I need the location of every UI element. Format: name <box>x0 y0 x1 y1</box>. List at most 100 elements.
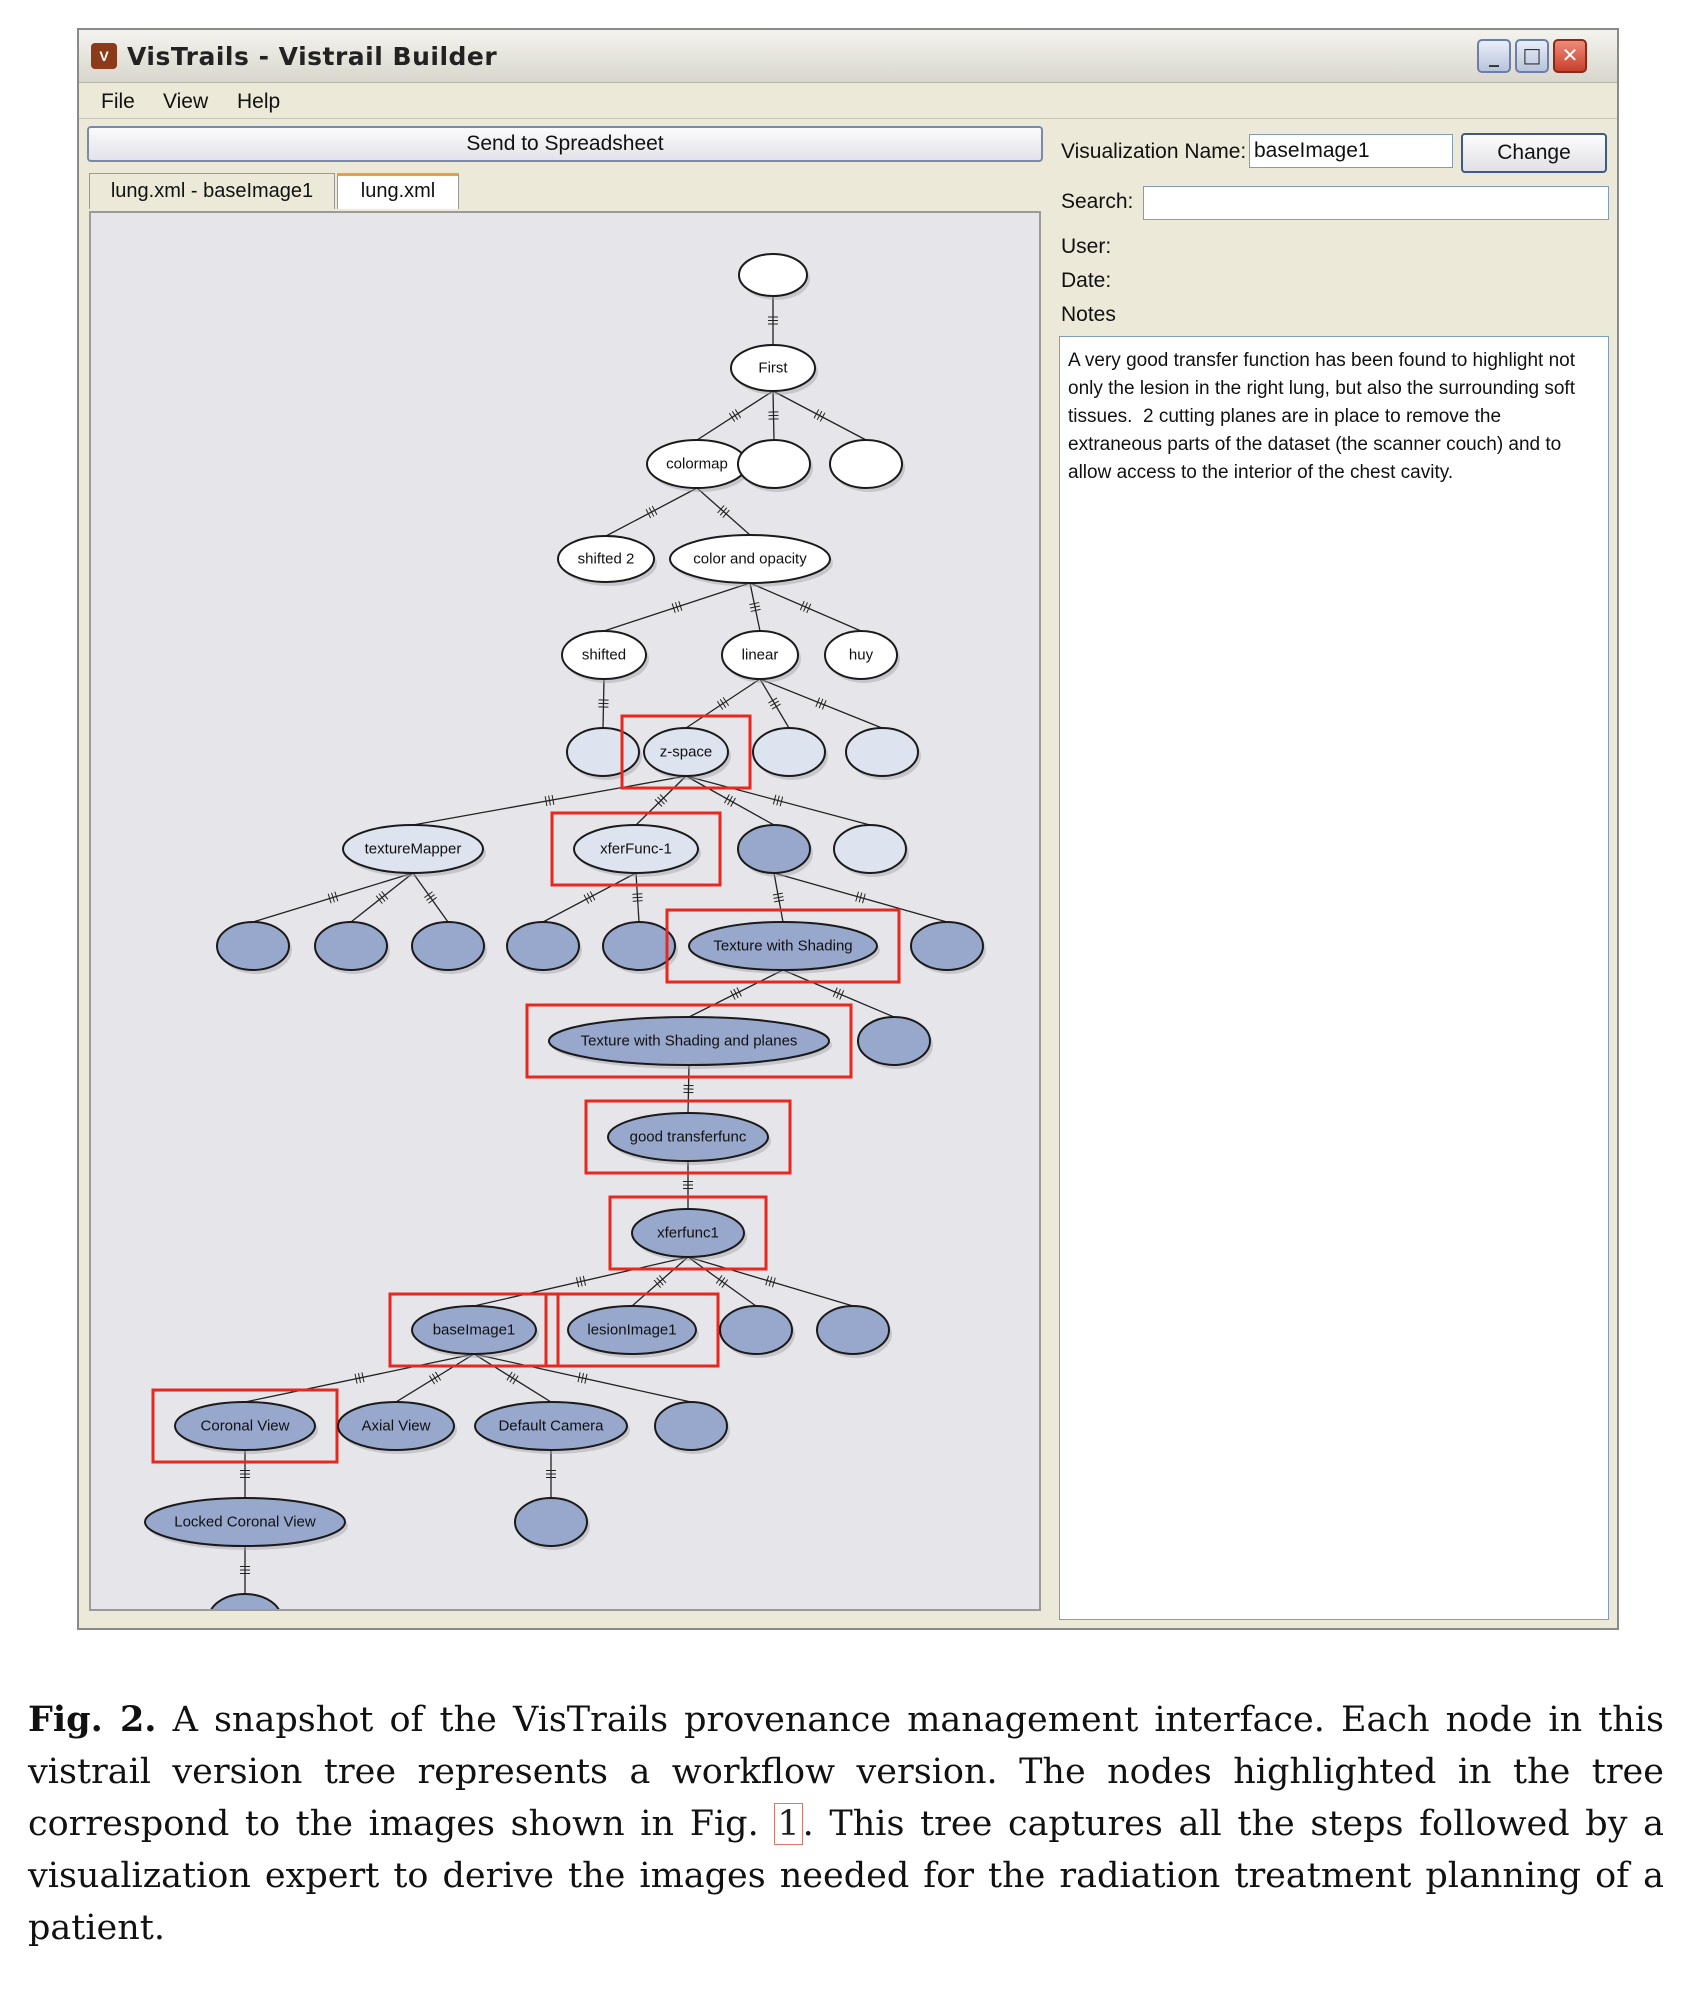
change-button[interactable]: Change <box>1461 133 1607 173</box>
tree-edge <box>412 775 687 826</box>
version-node-lc1[interactable] <box>209 1593 284 1609</box>
version-node-xferfunc1[interactable]: xferFunc-1 <box>550 811 722 887</box>
version-node-label: shifted 2 <box>578 551 635 568</box>
tree-edge <box>546 1450 556 1498</box>
version-node-label: textureMapper <box>365 841 462 858</box>
highlight-box <box>665 908 901 984</box>
tree-edge <box>603 582 751 632</box>
version-node-huy[interactable]: huy <box>824 630 900 683</box>
version-node-t3[interactable] <box>411 921 487 974</box>
version-node-z3b[interactable] <box>910 921 986 974</box>
tree-edge <box>240 1450 250 1498</box>
tree-edge <box>768 296 778 345</box>
vistrail-builder-window: V VisTrails - Vistrail Builder _ □ ✕ Fil… <box>77 28 1619 1630</box>
version-node-t1[interactable] <box>216 921 292 974</box>
version-tree-canvas[interactable]: First colormap shifted 2 color and opacity s… <box>89 211 1041 1611</box>
version-node-x1[interactable] <box>506 921 582 974</box>
version-node-label: Locked Coronal View <box>174 1514 316 1531</box>
tree-edge <box>772 390 867 441</box>
tree-edge <box>687 1256 757 1307</box>
version-node-label: Axial View <box>362 1418 431 1435</box>
version-node-s1[interactable] <box>566 727 642 780</box>
tree-edge <box>749 582 862 632</box>
version-node-axial[interactable]: Axial View <box>337 1401 457 1454</box>
version-node-linear[interactable]: linear <box>721 630 801 683</box>
version-node-texshadingplanes[interactable]: Texture with Shading and planes <box>525 1003 853 1079</box>
version-node-label: xferFunc-1 <box>600 841 672 858</box>
version-node-label: First <box>758 360 788 377</box>
version-node-f2[interactable] <box>737 439 813 492</box>
menu-help[interactable]: Help <box>237 90 281 113</box>
tree-edge <box>685 678 761 729</box>
version-node-root[interactable] <box>738 253 810 300</box>
tab-lung-baseimage1[interactable]: lung.xml - baseImage1 <box>89 173 335 209</box>
version-node-z3[interactable] <box>737 824 813 877</box>
search-input[interactable] <box>1143 186 1609 220</box>
version-node-zspace[interactable]: z-space <box>620 714 752 790</box>
tree-edge <box>772 872 785 923</box>
menu-bar: File View Help <box>79 84 1617 119</box>
version-node-label: linear <box>742 647 779 664</box>
version-node-q4[interactable] <box>816 1305 892 1358</box>
title-bar[interactable]: V VisTrails - Vistrail Builder _ □ ✕ <box>79 30 1617 83</box>
version-node-texmapper[interactable]: textureMapper <box>342 824 486 877</box>
send-to-spreadsheet-button[interactable]: Send to Spreadsheet <box>87 126 1043 162</box>
version-tree: First colormap shifted 2 color and opacity s… <box>144 253 986 1609</box>
version-node-label: Default Camera <box>498 1418 604 1435</box>
minimize-button[interactable]: _ <box>1477 39 1511 73</box>
tree-edge <box>350 872 414 923</box>
version-node-l2[interactable] <box>752 727 828 780</box>
version-node-coloropacity[interactable]: color and opacity <box>669 534 833 587</box>
maximize-button[interactable]: □ <box>1515 39 1549 73</box>
version-node-colormap[interactable]: colormap <box>646 439 750 492</box>
figure-reference-link[interactable]: 1 <box>774 1803 803 1845</box>
version-node-texshading[interactable]: Texture with Shading <box>665 908 901 984</box>
version-node-l3[interactable] <box>845 727 921 780</box>
tree-edge <box>632 872 643 923</box>
highlight-box <box>550 811 722 887</box>
close-button[interactable]: ✕ <box>1553 39 1587 73</box>
version-node-ts2[interactable] <box>857 1016 933 1069</box>
version-node-label: color and opacity <box>693 551 807 568</box>
tree-edge <box>749 582 761 632</box>
tree-edge <box>252 872 414 923</box>
version-node-baseimage1[interactable]: baseImage1 <box>388 1292 560 1368</box>
version-node-dc1[interactable] <box>514 1497 590 1550</box>
tree-edge <box>631 1256 689 1307</box>
menu-file[interactable]: File <box>101 90 135 113</box>
tree-edge <box>768 390 779 441</box>
version-node-defcam[interactable]: Default Camera <box>474 1401 630 1454</box>
highlight-box <box>388 1292 560 1368</box>
version-node-label: baseImage1 <box>433 1322 516 1339</box>
version-node-label: huy <box>849 647 874 664</box>
tree-edge <box>412 872 449 923</box>
highlight-box <box>584 1099 792 1175</box>
version-node-label: colormap <box>666 456 728 473</box>
version-node-lesionimage1[interactable]: lesionImage1 <box>544 1292 720 1368</box>
tree-edge <box>395 1353 475 1403</box>
version-node-shifted[interactable]: shifted <box>561 630 649 683</box>
version-node-coronal[interactable]: Coronal View <box>151 1388 339 1464</box>
version-node-b4[interactable] <box>654 1401 730 1454</box>
search-label: Search: <box>1061 190 1134 213</box>
version-node-shifted2[interactable]: shifted 2 <box>557 535 657 586</box>
figure-caption: Fig. 2. A snapshot of the VisTrails prov… <box>28 1694 1664 1954</box>
tree-edge <box>782 969 895 1018</box>
notes-textarea[interactable]: A very good transfer function has been f… <box>1059 336 1609 1620</box>
version-node-goodtf[interactable]: good transferfunc <box>584 1099 792 1175</box>
menu-view[interactable]: View <box>163 90 209 113</box>
version-node-first[interactable]: First <box>730 344 818 395</box>
version-node-f3[interactable] <box>829 439 905 492</box>
version-node-z4[interactable] <box>833 824 909 877</box>
tree-edge <box>696 487 751 536</box>
tree-edge <box>696 390 774 441</box>
tree-edge <box>244 1353 475 1403</box>
version-node-q3[interactable] <box>719 1305 795 1358</box>
version-node-x2[interactable] <box>602 921 678 974</box>
version-node-xferfunc1b[interactable]: xferfunc1 <box>608 1195 768 1271</box>
version-node-lockedcoronal[interactable]: Locked Coronal View <box>144 1497 348 1550</box>
tab-lung-xml[interactable]: lung.xml <box>337 173 459 209</box>
version-node-t2[interactable] <box>314 921 390 974</box>
vis-name-input[interactable] <box>1249 134 1453 168</box>
vistrails-app-icon: V <box>91 43 117 69</box>
